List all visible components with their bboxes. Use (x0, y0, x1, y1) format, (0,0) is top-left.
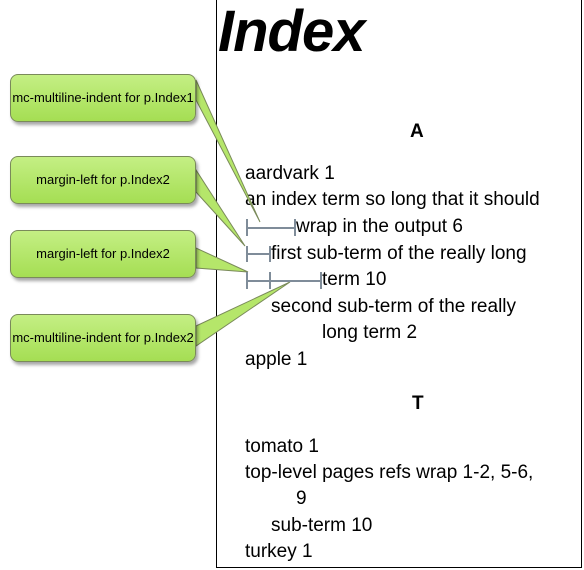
callout-pointer (195, 281, 291, 347)
index-subentry: sub-term 10 (271, 515, 373, 536)
callout-mc-multiline-indent-index2: mc-multiline-indent for p.Index2 (10, 314, 196, 362)
callout-pointer (195, 168, 246, 247)
index-entry-continuation: 9 (296, 488, 307, 509)
callout-pointer (195, 79, 261, 223)
callout-margin-left-index2: margin-left for p.Index2 (10, 230, 196, 278)
index-subentry-continuation: long term 2 (322, 322, 418, 343)
index-entry: apple 1 (245, 349, 308, 370)
index-entry-continuation: wrap in the output 6 (296, 216, 463, 237)
index-subentry-continuation: term 10 (322, 269, 387, 290)
callout-pointer (195, 247, 249, 273)
index-entry: top-level pages refs wrap 1-2, 5-6, (245, 462, 534, 483)
index-entry: tomato 1 (245, 436, 319, 457)
index-entry: turkey 1 (245, 541, 313, 562)
callout-margin-left-index2: margin-left for p.Index2 (10, 156, 196, 204)
page-title: Index (218, 0, 365, 64)
index-page (216, 0, 582, 568)
index-entry: an index term so long that it should (245, 189, 540, 210)
index-entry: aardvark 1 (245, 163, 335, 184)
callout-mc-multiline-indent-index1: mc-multiline-indent for p.Index1 (10, 74, 196, 122)
section-heading-t: T (412, 393, 424, 414)
index-subentry: first sub-term of the really long (271, 243, 527, 264)
index-subentry: second sub-term of the really (271, 296, 517, 317)
section-heading-a: A (410, 121, 424, 142)
